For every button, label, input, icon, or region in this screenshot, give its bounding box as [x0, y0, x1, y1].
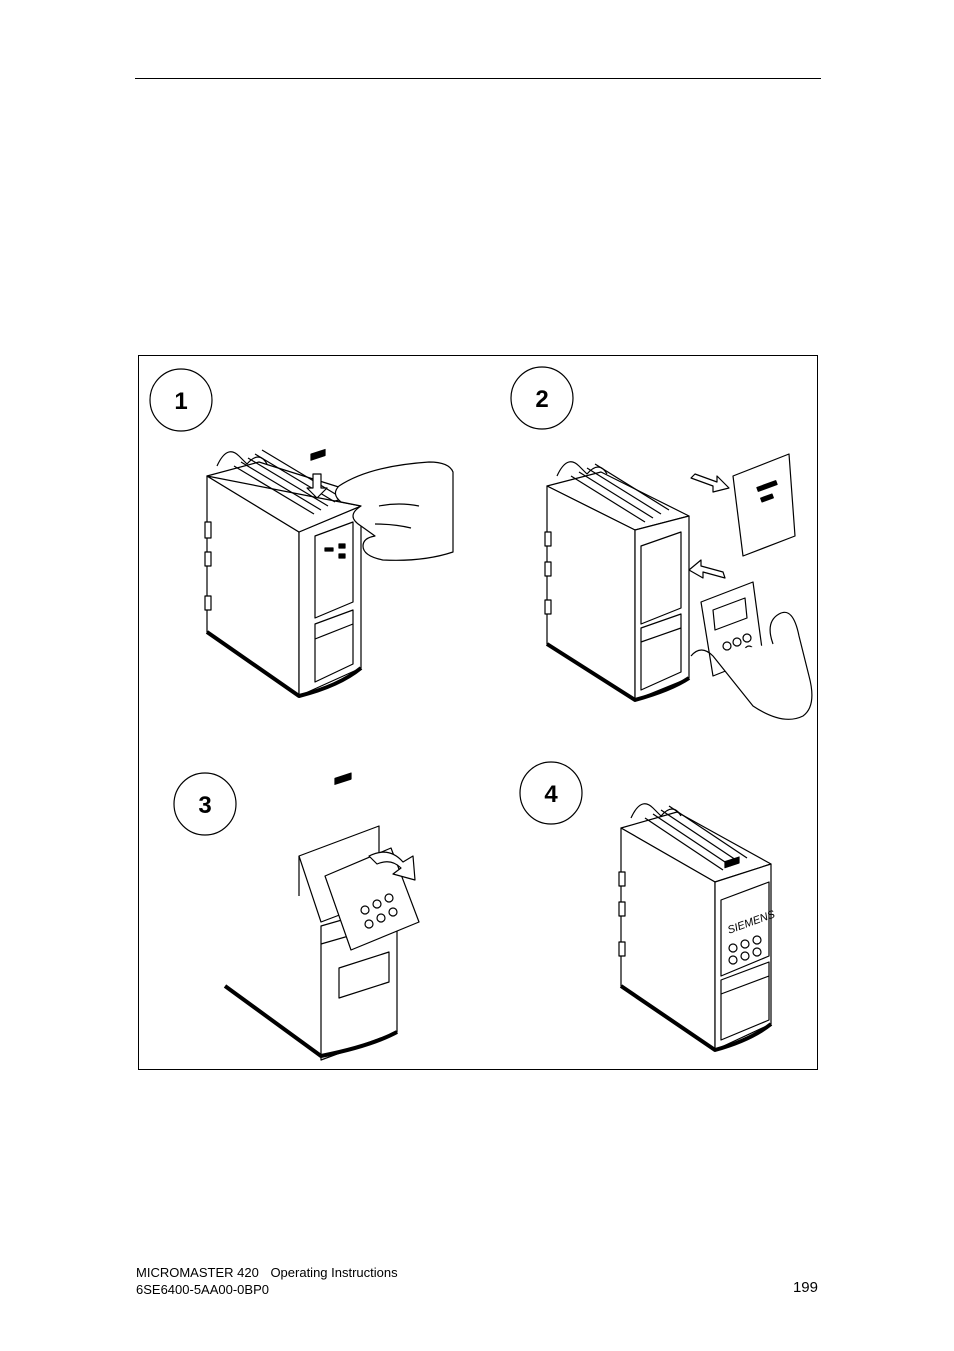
- footer-order-number: 6SE6400-5AA00-0BP0: [136, 1282, 269, 1297]
- step-2-illustration: 2: [510, 366, 813, 720]
- step-4-number: 4: [544, 781, 558, 808]
- step-4-circle: [519, 761, 583, 825]
- inverter-4: SIEMENS: [618, 803, 777, 1052]
- hand-2: [690, 611, 813, 720]
- figure-drawing: 1: [149, 366, 813, 1061]
- step-2-number: 2: [535, 386, 548, 413]
- hand-1: [334, 461, 454, 561]
- step-1-illustration: 1: [149, 368, 454, 698]
- panel-fitting-figure: 1: [138, 355, 818, 1070]
- inverter-1: [204, 448, 363, 698]
- inverter-2: [544, 461, 691, 702]
- blank-cover-removed: [732, 453, 796, 557]
- header-rule: [135, 78, 821, 79]
- footer-doc-type: Operating Instructions: [270, 1265, 398, 1280]
- step-1-number: 1: [174, 388, 187, 415]
- footer-product: MICROMASTER 420: [136, 1265, 259, 1280]
- step-2-circle: [510, 366, 574, 430]
- step-1-circle: [149, 368, 213, 432]
- step-4-illustration: 4 SIEMENS: [519, 761, 777, 1052]
- insert-arrow-3: [368, 851, 416, 881]
- step-3-circle: [173, 772, 237, 836]
- footer: MICROMASTER 420 Operating Instructions 6…: [136, 1264, 398, 1298]
- step-3-number: 3: [198, 792, 211, 819]
- page-number: 199: [792, 1279, 818, 1296]
- step-3-illustration: 3: [173, 772, 420, 1061]
